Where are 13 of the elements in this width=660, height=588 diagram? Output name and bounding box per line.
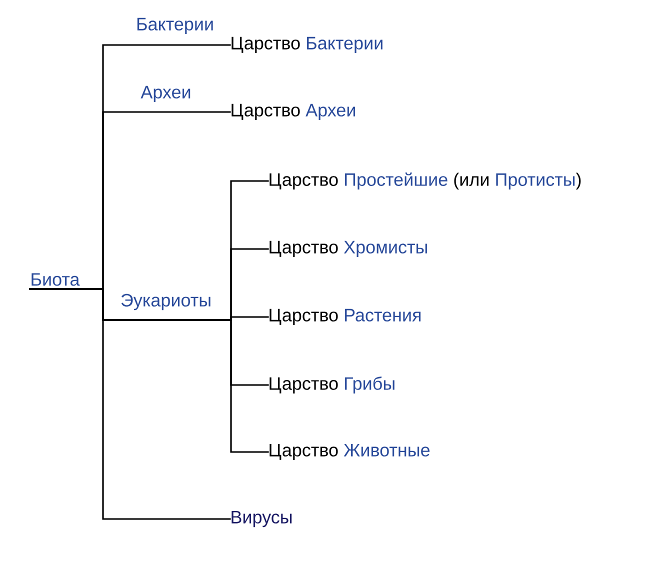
- taxon-label: Биота: [32, 273, 80, 286]
- taxon-label: Царство Животные: [270, 444, 430, 460]
- taxon-label: Царство Бактерии: [232, 36, 382, 54]
- clade-label: Эукариоты: [121, 294, 210, 310]
- edge-label: Бактерии: [134, 16, 216, 36]
- taxon-label: Царство Простейшие (или Протисты): [270, 172, 581, 190]
- taxon-label: Царство Растения: [270, 308, 421, 326]
- taxon-label: Царство Хромисты: [270, 240, 427, 258]
- taxon-label: Царство Грибы: [270, 376, 394, 394]
- taxon-label: Царство Археи: [232, 104, 355, 120]
- taxon-label: Вирусы: [232, 510, 292, 528]
- edge-label: Археи: [140, 84, 192, 104]
- tree-branch: [29, 288, 231, 520]
